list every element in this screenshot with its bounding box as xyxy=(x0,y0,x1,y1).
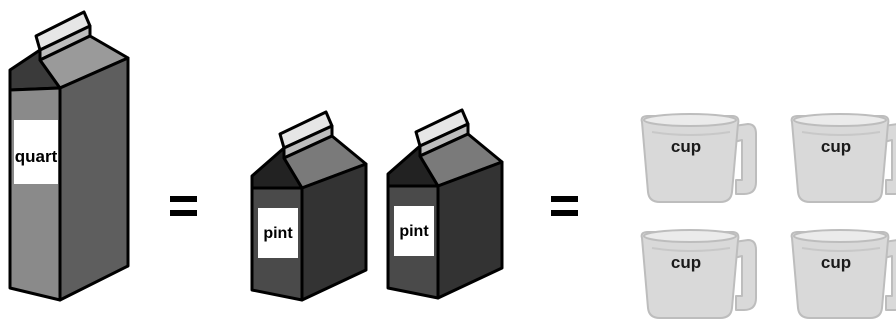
pint-carton: pint xyxy=(250,110,368,302)
quart-label-box xyxy=(14,120,58,184)
measuring-cup: cup xyxy=(790,229,896,319)
cup-label: cup xyxy=(821,137,851,156)
measuring-cup: cup xyxy=(640,229,757,319)
cup-label: cup xyxy=(671,253,701,272)
pint-label-box xyxy=(258,208,298,258)
equals-sign-1 xyxy=(170,196,197,216)
pint-carton: pint xyxy=(386,108,504,300)
pint-label-box xyxy=(394,206,434,256)
measuring-cup: cup xyxy=(790,113,896,203)
cup-label: cup xyxy=(671,137,701,156)
quart-label: quart xyxy=(15,147,58,166)
measuring-cup: cup xyxy=(640,113,757,203)
quart-carton: quart xyxy=(8,10,130,302)
pint-label: pint xyxy=(399,223,429,240)
pint-label: pint xyxy=(263,225,293,242)
cup-label: cup xyxy=(821,253,851,272)
equals-sign-2 xyxy=(551,196,578,216)
